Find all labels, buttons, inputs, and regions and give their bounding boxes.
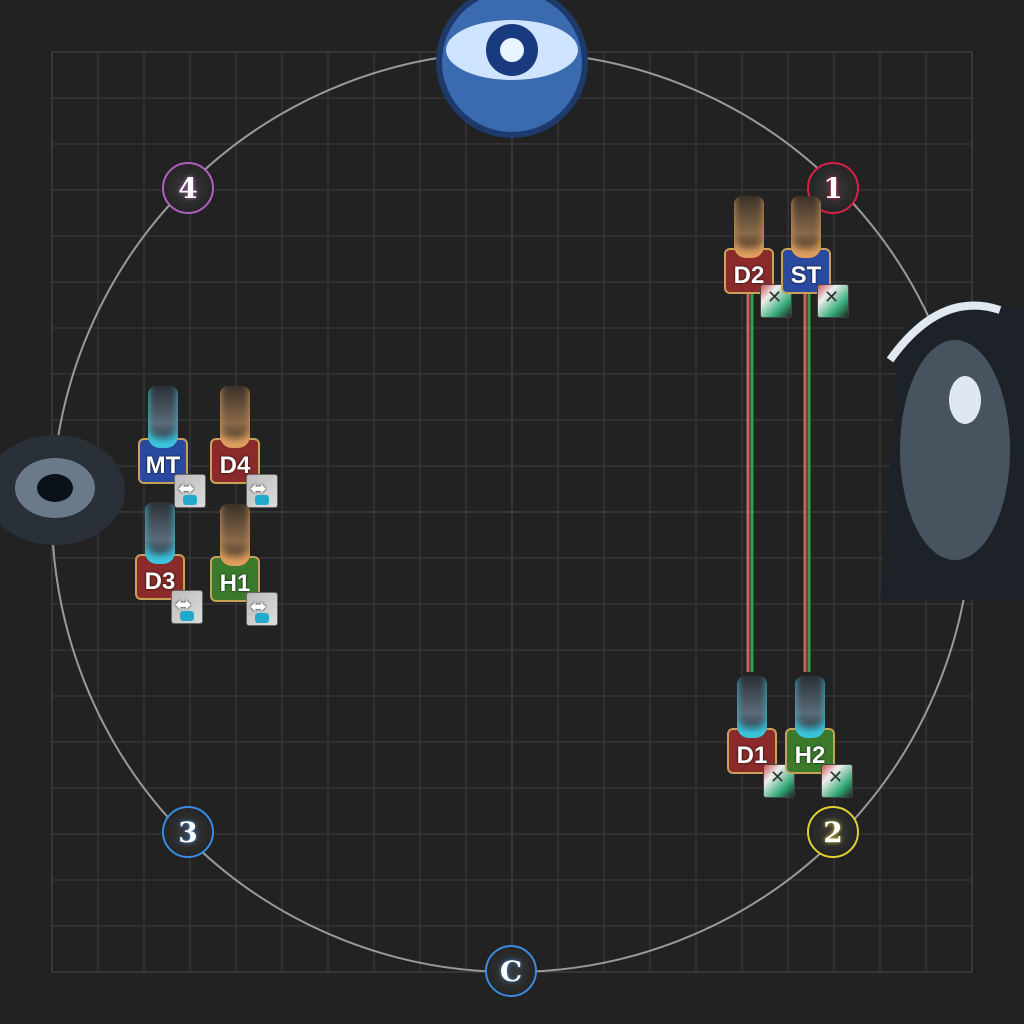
fist-icon [148,386,178,448]
waymark-4: 4 [162,162,214,214]
tether-lines [746,288,811,672]
waymark-2: 2 [807,806,859,858]
fist-icon [145,502,175,564]
arrows-debuff-icon [174,474,206,508]
left-boss [0,435,125,545]
cross-debuff-icon [817,284,849,318]
arrows-debuff-icon [246,592,278,626]
player-d3: D3 [135,502,203,624]
arrows-debuff-icon [246,474,278,508]
cross-debuff-icon [760,284,792,318]
player-mt: MT [138,386,206,508]
cross-debuff-icon [821,764,853,798]
fist-icon [791,196,821,258]
cross-debuff-icon [763,764,795,798]
fist-icon [795,676,825,738]
player-h1: H1 [210,504,278,626]
fist-icon [220,504,250,566]
player-h2: H2 [785,676,853,798]
fist-icon [220,386,250,448]
role-badge: D4 [210,438,260,484]
player-d2: D2 [724,196,792,318]
waymark-c: C [485,945,537,997]
player-d4: D4 [210,386,278,508]
arrows-debuff-icon [171,590,203,624]
fist-icon [737,676,767,738]
right-boss [880,300,1024,600]
waymark-1: 1 [807,162,859,214]
waymark-3: 3 [162,806,214,858]
eye-orb-boss [436,0,588,138]
player-d1: D1 [727,676,795,798]
player-st: ST [781,196,849,318]
fist-icon [734,196,764,258]
